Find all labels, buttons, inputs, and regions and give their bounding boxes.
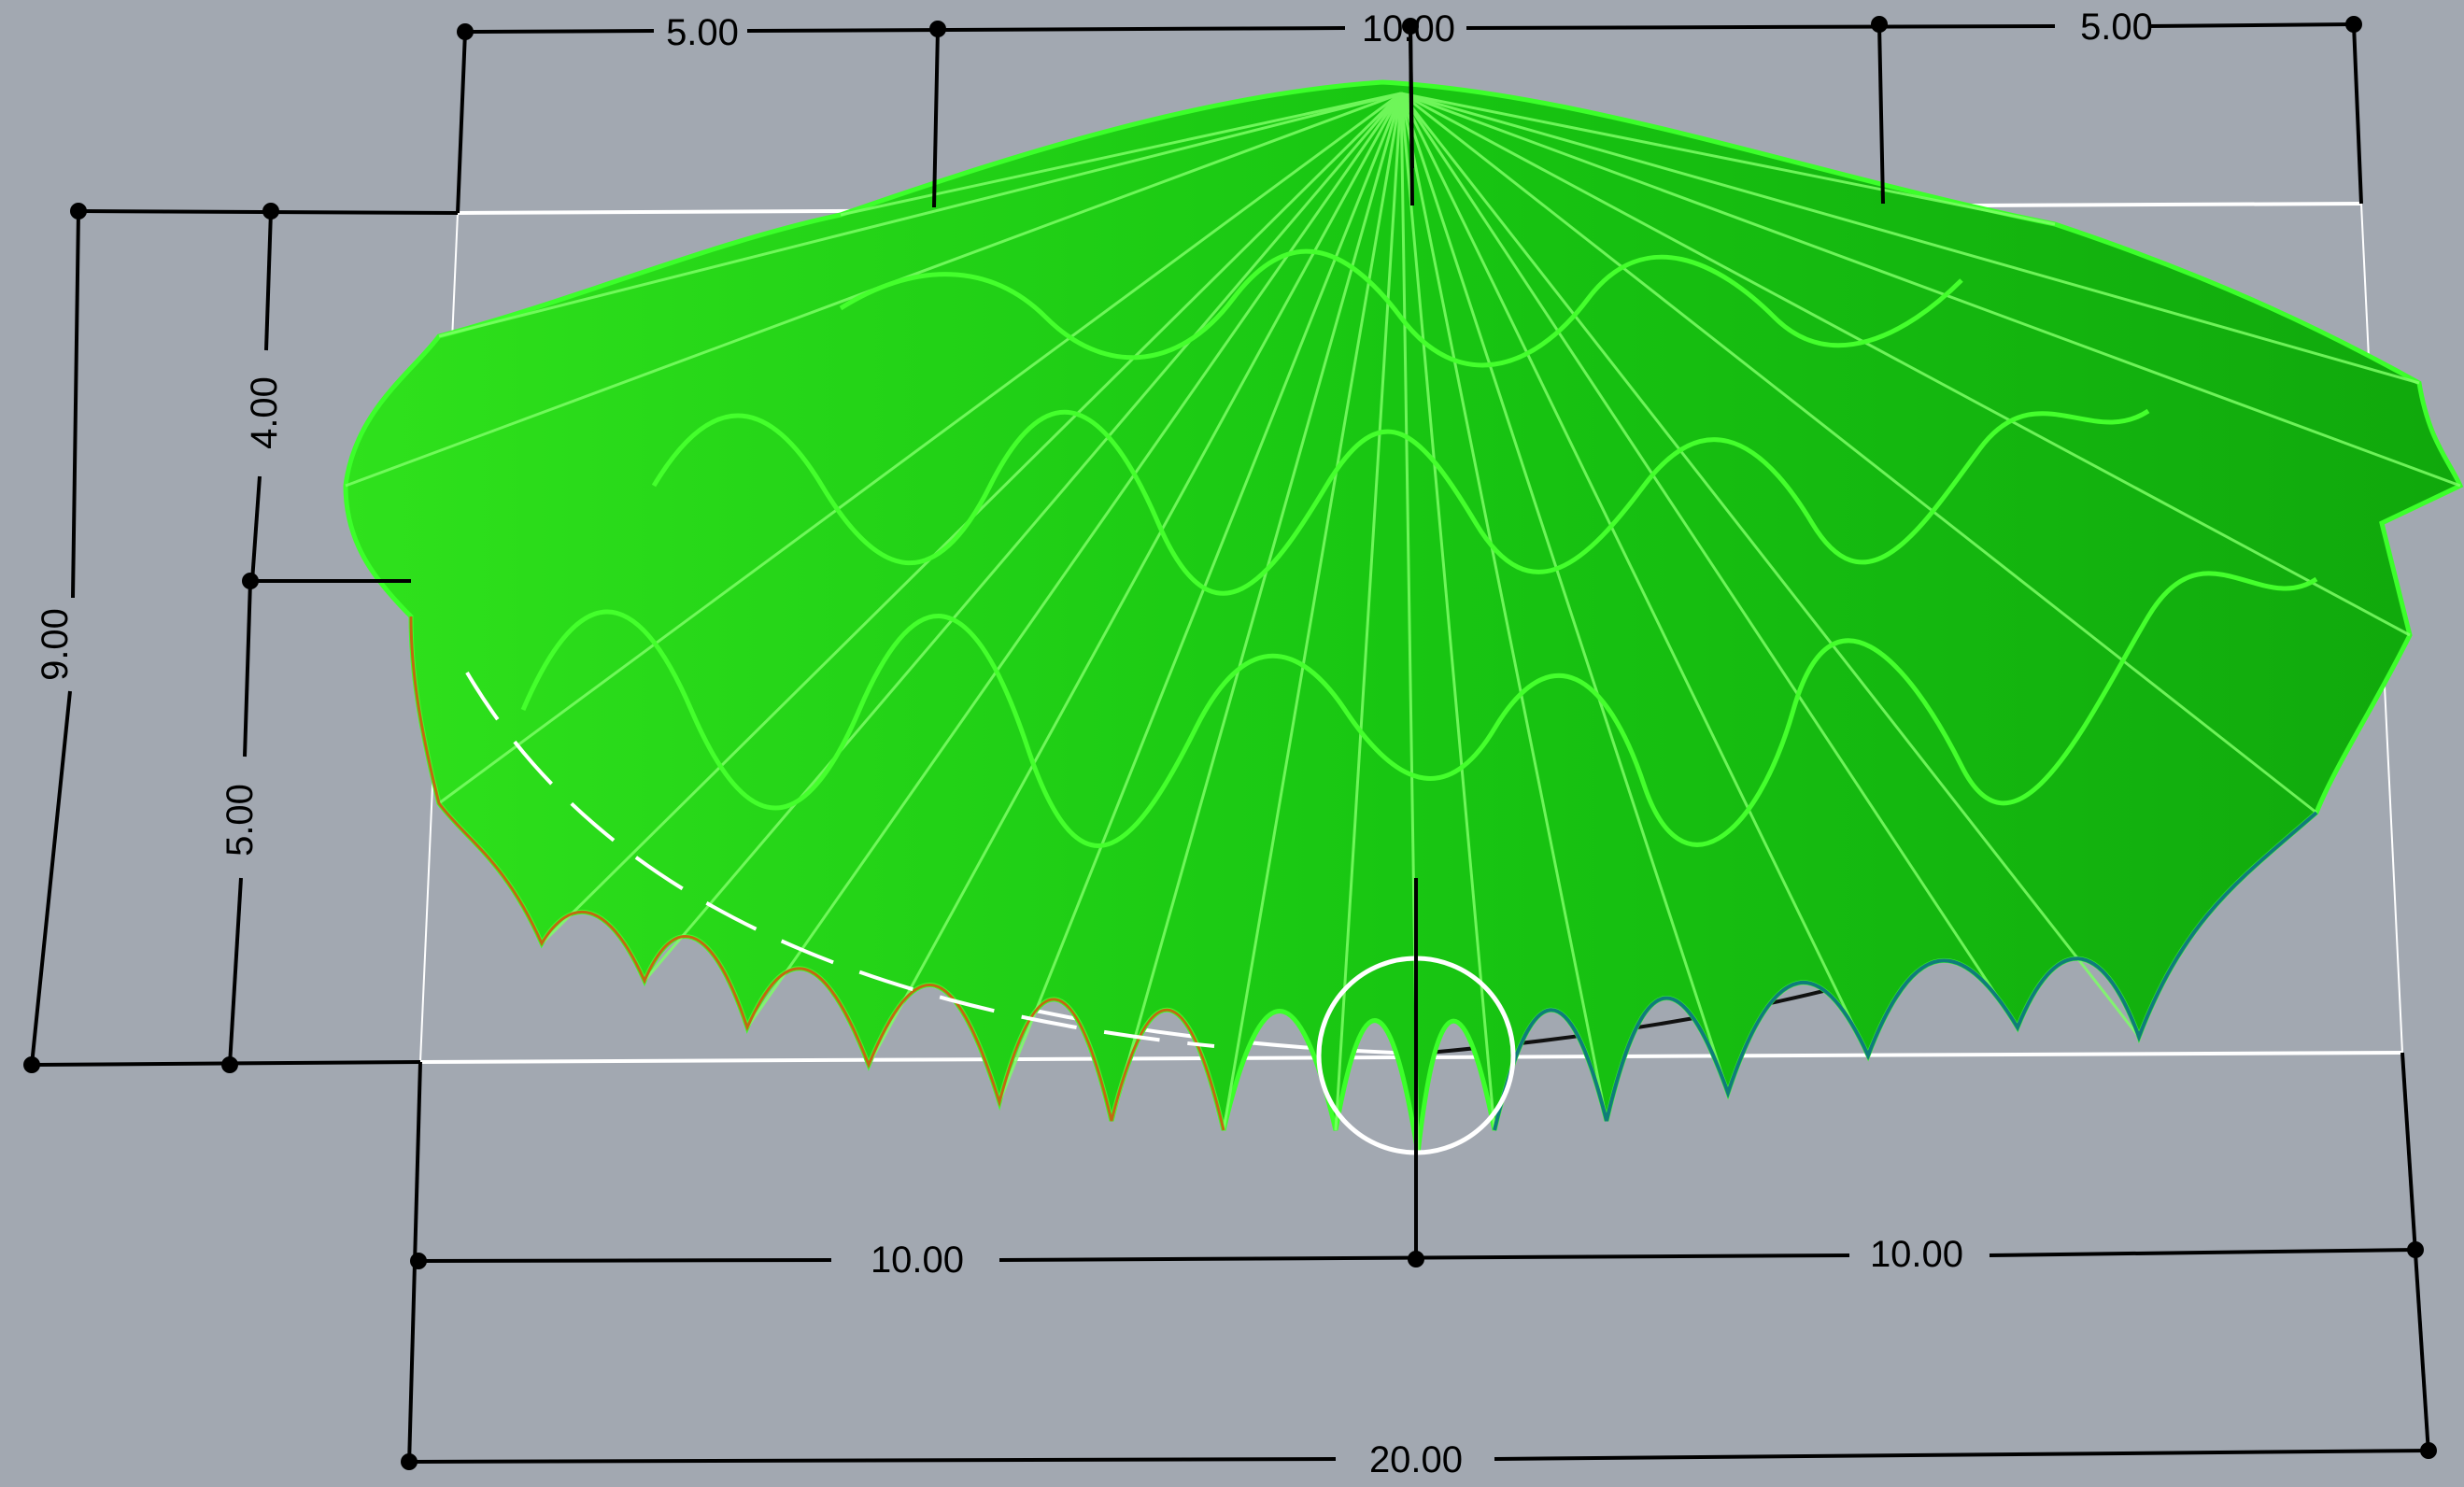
- dim-top-center: 10.00: [1362, 8, 1455, 50]
- dim-left-upper: 4.00: [244, 376, 285, 449]
- dim-bottom-right: 10.00: [1870, 1234, 1963, 1275]
- dim-top-right: 5.00: [2080, 7, 2153, 48]
- dim-left-lower: 5.00: [219, 784, 261, 857]
- dim-top-left: 5.00: [666, 12, 739, 53]
- dim-bottom-overall: 20.00: [1369, 1439, 1463, 1480]
- dimension-labels: 5.00 10.00 5.00 9.00 4.00 5.00 10.00 10.…: [35, 7, 2153, 1480]
- dimension-lines: [23, 16, 2437, 1470]
- dim-left-overall: 9.00: [35, 608, 76, 681]
- pleated-shell-surface: [343, 79, 2464, 1154]
- shell-edge-orange: [409, 616, 1225, 1131]
- shell-edge-teal: [1493, 811, 2318, 1131]
- base-ellipse-overlay: [465, 671, 1215, 1048]
- dim-bottom-left: 10.00: [871, 1239, 964, 1281]
